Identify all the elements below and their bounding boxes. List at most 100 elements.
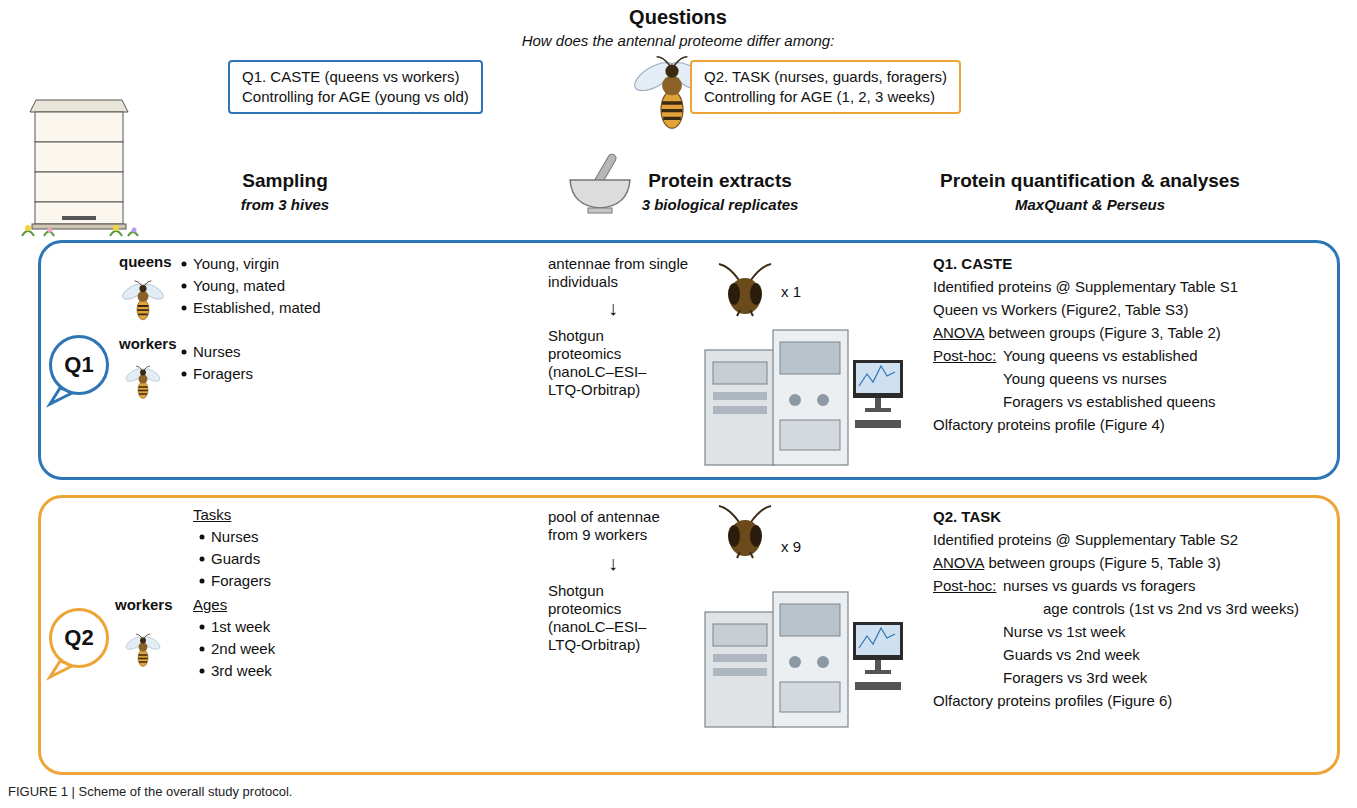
text-line: workers [119,335,177,353]
body-text: 1st week [211,618,270,636]
antennae-icon [719,264,771,316]
question-bubble: Q1 [49,335,109,395]
body-text: workers [115,596,173,614]
section-panel: workers TasksNursesGuardsForagersAges 1st … [38,495,1340,775]
text-line: Nurse vs 1st week [1003,623,1126,641]
text-line: Young, mated [193,277,285,295]
body-text: Nurse vs 1st week [1003,623,1126,641]
question-box: Q1. CASTE (queens vs workers)Controlling… [228,60,483,114]
text-line: 3rd week [211,662,272,680]
body-text: between groups (Figure 5, Table 3) [988,554,1220,572]
text-line: Nurses [211,528,259,546]
body-text: between groups (Figure 3, Table 2) [988,324,1220,342]
body-text: Foragers [211,572,271,590]
body-text: Queen vs Workers (Figure2, Table S3) [933,301,1188,319]
subtitle: How does the antennal proteome differ am… [522,32,835,49]
section-panel: queens Young, virginYoung, matedEstablish… [38,240,1340,480]
text-line: Q1. CASTE [933,255,1012,273]
body-text: Young queens vs nurses [1003,370,1167,388]
body-text: ↓ [608,299,618,317]
text-line: Shotgun proteomics (nanoLC–ESI–LTQ-Orbit… [548,327,668,399]
body-text: Post-hoc: [933,577,996,595]
text-line: 2nd week [211,640,275,658]
body-text: Foragers vs 3rd week [1003,669,1147,687]
body-text: Identified proteins @ Supplementary Tabl… [933,278,1238,296]
text-line: Foragers vs 3rd week [1003,669,1147,687]
mortar-icon [570,153,630,213]
question-text: Controlling for AGE (young vs old) [242,87,469,107]
body-text: pool of antennae from 9 workers [548,508,660,543]
queen-icon [120,281,165,320]
text-line: antennae from single individuals [548,255,698,291]
text-line: workers [115,596,173,614]
body-text: Tasks [193,506,231,524]
body-text: Nurses [211,528,259,546]
body-text: Olfactory proteins profile (Figure 4) [933,416,1165,434]
body-text: Post-hoc: [933,347,996,365]
spectrometer-icon [705,330,903,465]
text-line: Guards vs 2nd week [1003,646,1140,664]
body-text: age controls (1st vs 2nd vs 3rd weeks) [1043,600,1299,618]
antennae-icon [719,506,771,558]
text-line: Olfactory proteins profiles (Figure 6) [933,692,1172,710]
body-text: workers [119,335,177,353]
worker-icon [124,366,162,399]
text-line: Identified proteins @ Supplementary Tabl… [933,531,1238,549]
column-header: Protein extracts [648,170,792,192]
body-text: Guards [211,550,260,568]
body-text: x 1 [781,283,801,301]
body-text: Shotgun proteomics (nanoLC–ESI–LTQ-Orbit… [548,582,646,653]
text-line: age controls (1st vs 2nd vs 3rd weeks) [1043,600,1299,618]
spectrometer-icon [705,592,903,727]
text-line: queens [119,253,172,271]
question-box: Q2. TASK (nurses, guards, foragers)Contr… [690,60,961,114]
text-line: nurses vs guards vs foragers [1003,577,1196,595]
text-line: Foragers [211,572,271,590]
body-text: x 9 [781,538,801,556]
body-text: Shotgun proteomics (nanoLC–ESI–LTQ-Orbit… [548,327,646,398]
question-bubble: Q2 [49,608,109,668]
body-text: Q2. TASK [933,508,1001,526]
title: Questions [629,6,727,29]
text-line: Tasks [193,506,231,524]
body-text: nurses vs guards vs foragers [1003,577,1196,595]
question-text: Q1. CASTE (queens vs workers) [242,67,469,87]
text-line: Post-hoc: [933,577,996,595]
text-line: Young queens vs established [1003,347,1198,365]
column-header: from 3 hives [241,196,329,213]
bubble-label: Q2 [64,625,93,651]
text-line: ↓ [608,299,618,317]
text-line: Nurses [193,343,241,361]
body-text: Young, mated [193,277,285,295]
text-line: Foragers vs established queens [1003,393,1216,411]
question-text: Q2. TASK (nurses, guards, foragers) [704,67,947,87]
text-line: ANOVAbetween groups (Figure 3, Table 2) [933,324,1221,342]
question-text: Controlling for AGE (1, 2, 3 weeks) [704,87,947,107]
text-line: Identified proteins @ Supplementary Tabl… [933,278,1238,296]
column-header: Protein quantification & analyses [940,170,1240,192]
body-text: Nurses [193,343,241,361]
body-text: Guards vs 2nd week [1003,646,1140,664]
body-text: Olfactory proteins profiles (Figure 6) [933,692,1172,710]
body-text: 2nd week [211,640,275,658]
body-text: 3rd week [211,662,272,680]
text-line: Established, mated [193,299,321,317]
body-text: queens [119,253,172,271]
text-line: Post-hoc: [933,347,996,365]
body-text: Foragers [193,365,253,383]
text-line: Ages [193,596,227,614]
text-line: ANOVAbetween groups (Figure 5, Table 3) [933,554,1221,572]
bubble-label: Q1 [64,352,93,378]
text-line: Young queens vs nurses [1003,370,1167,388]
text-line: Olfactory proteins profile (Figure 4) [933,416,1165,434]
body-text: ↓ [608,554,618,572]
text-line: Young, virgin [193,255,279,273]
text-line: Guards [211,550,260,568]
hive-icon [22,100,138,236]
body-text: antennae from single individuals [548,255,688,290]
body-text: Foragers vs established queens [1003,393,1216,411]
text-line: x 9 [781,538,801,556]
column-header: MaxQuant & Perseus [1015,196,1165,213]
text-line: pool of antennae from 9 workers [548,508,678,544]
